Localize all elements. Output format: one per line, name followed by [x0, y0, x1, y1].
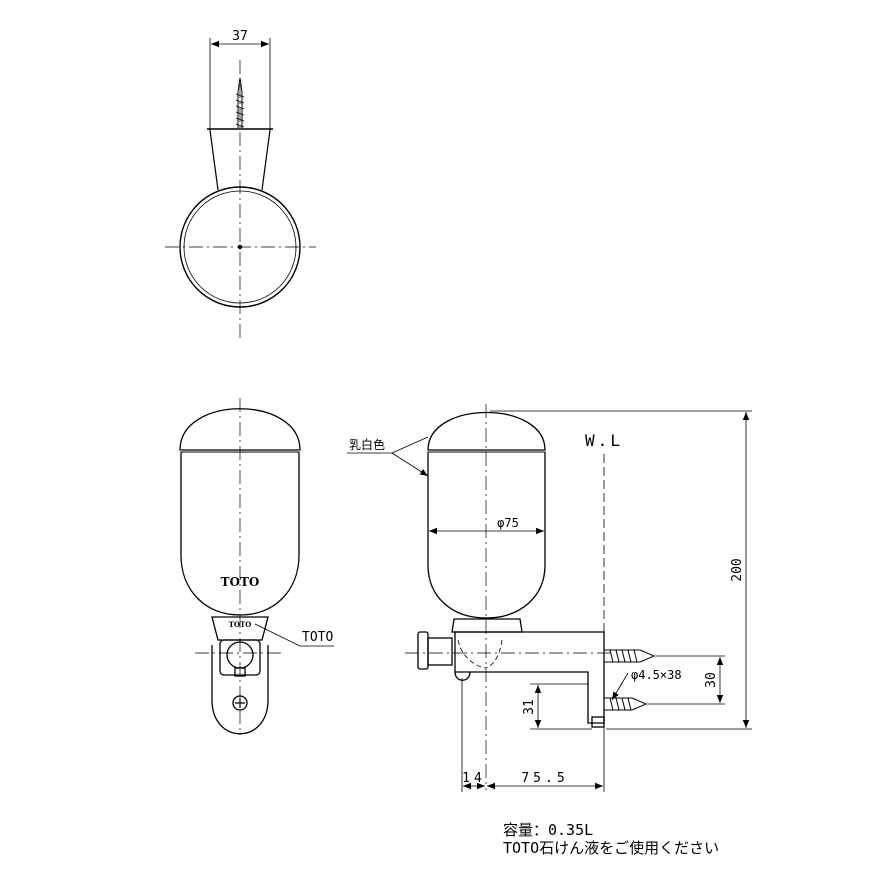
valve-logo: TOTO: [229, 620, 252, 629]
side-view: [347, 404, 752, 792]
body-logo: TOTO: [221, 575, 260, 589]
offset-dim: 14: [462, 771, 486, 786]
capacity-note: 容量：0.35L: [503, 821, 594, 839]
height-dim: 200: [730, 558, 745, 581]
top-width-dim: 37: [232, 29, 248, 44]
top-view: [165, 38, 316, 340]
front-view: [179, 398, 334, 735]
wall-screws: [604, 649, 656, 711]
projection-dim: 75.5: [521, 771, 568, 786]
diameter-dim: φ75: [497, 516, 519, 530]
usage-note: TOTO石けん液をご使用ください: [503, 839, 720, 857]
color-label: 乳白色: [349, 437, 385, 452]
bracket-height-dim: 31: [522, 699, 537, 715]
wall-line-label: W.L: [585, 431, 623, 450]
screw-size-dim: φ4.5×38: [631, 668, 682, 682]
screw-spacing-dim: 30: [704, 672, 719, 688]
callout-toto: TOTO: [302, 630, 333, 645]
